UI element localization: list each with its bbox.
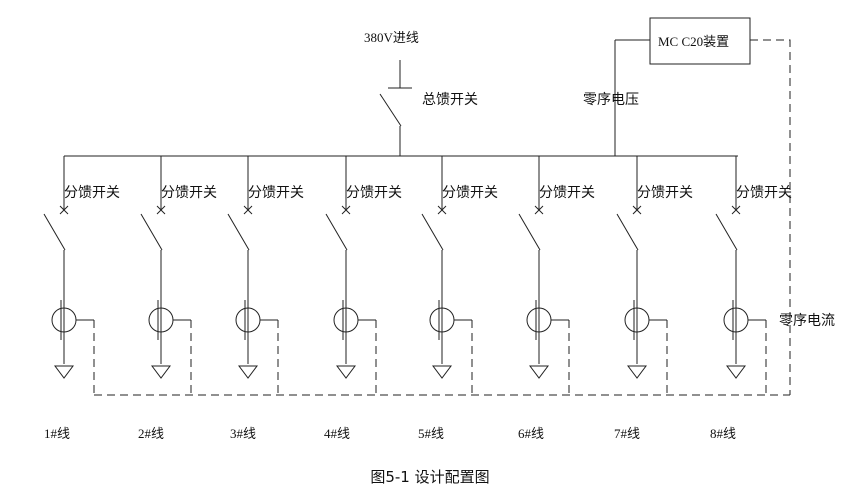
feeder-6-line-label: 6#线 — [518, 426, 544, 441]
feeder-8-contact-b — [731, 205, 741, 215]
feeder-3-line-label: 3#线 — [230, 426, 256, 441]
feeder-3-contact-b — [243, 205, 253, 215]
feeder-2-line-label: 2#线 — [138, 426, 164, 441]
feeder-2-contact-b — [156, 205, 166, 215]
feeder-6-switch-label: 分馈开关 — [539, 185, 595, 201]
feeder-6-switch-blade — [518, 213, 541, 251]
figure-number: 图5-1 — [370, 468, 410, 486]
mc-c20-device-box — [649, 17, 751, 65]
feeder-6-ground-icon — [529, 365, 549, 379]
figure-title: 设计配置图 — [414, 468, 490, 486]
feeder-3-switch-blade — [227, 213, 250, 251]
zero-voltage-label: 零序电压 — [583, 92, 639, 108]
feeder-1-contact-b — [59, 205, 69, 215]
feeder-7-switch-blade — [616, 213, 639, 251]
feeder-4-line-label: 4#线 — [324, 426, 350, 441]
feeder-5-line-label: 5#线 — [418, 426, 444, 441]
feeder-5-switch-label: 分馈开关 — [442, 185, 498, 201]
feeder-1-switch-blade — [43, 213, 66, 251]
feeder-2-switch-blade — [140, 213, 163, 251]
feeder-8-line-label: 8#线 — [710, 426, 736, 441]
feeder-7-switch-label: 分馈开关 — [637, 185, 693, 201]
main-switch-label: 总馈开关 — [422, 92, 478, 108]
feeder-7-ground-icon — [627, 365, 647, 379]
figure-caption: 图5-1 设计配置图 — [0, 466, 860, 487]
feeder-3-switch-label: 分馈开关 — [248, 185, 304, 201]
feeder-8-switch-label: 分馈开关 — [736, 185, 792, 201]
feeder-1-line-label: 1#线 — [44, 426, 70, 441]
feeder-5-contact-b — [437, 205, 447, 215]
device-label: MC C20装置 — [658, 34, 729, 49]
feeder-5-ground-icon — [432, 365, 452, 379]
feeder-2-ground-icon — [151, 365, 171, 379]
main-switch-blade — [379, 93, 402, 127]
feeder-2-switch-label: 分馈开关 — [161, 185, 217, 201]
source-label: 380V进线 — [364, 30, 419, 45]
feeder-4-contact-b — [341, 205, 351, 215]
feeder-4-ground-icon — [336, 365, 356, 379]
feeder-4-switch-label: 分馈开关 — [346, 185, 402, 201]
feeder-8-ground-icon — [726, 365, 746, 379]
feeder-8-switch-blade — [715, 213, 738, 251]
feeder-7-contact-b — [632, 205, 642, 215]
feeder-7-line-label: 7#线 — [614, 426, 640, 441]
feeder-4-switch-blade — [325, 213, 348, 251]
feeder-1-switch-label: 分馈开关 — [64, 185, 120, 201]
feeder-5-switch-blade — [421, 213, 444, 251]
zero-current-label: 零序电流 — [779, 313, 835, 329]
feeder-6-contact-b — [534, 205, 544, 215]
feeder-1-ground-icon — [54, 365, 74, 379]
feeder-3-ground-icon — [238, 365, 258, 379]
zero-current-return-wire — [750, 39, 791, 395]
